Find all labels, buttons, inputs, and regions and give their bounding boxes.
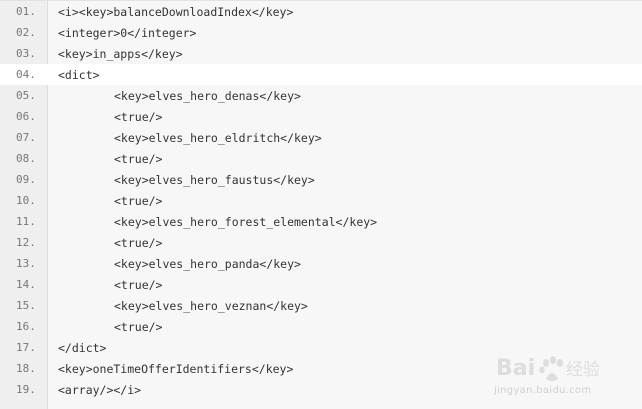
line-number: 01. (16, 5, 36, 18)
code-line: 18. <key>oneTimeOfferIdentifiers</key> (0, 358, 642, 379)
line-code-text: <true/> (114, 235, 163, 250)
line-number: 06. (16, 110, 36, 123)
watermark-url: jingyan.baidu.com (494, 385, 592, 396)
code-line: 13. <key>elves_hero_panda</key> (0, 253, 642, 274)
baidu-logo-icon: Bai 经验 (496, 356, 600, 381)
line-code-text: <key>elves_hero_denas</key> (114, 88, 301, 103)
line-code-text: <key>in_apps</key> (58, 46, 183, 61)
line-code-text: <true/> (114, 109, 163, 124)
line-code-text: <key>elves_hero_veznan</key> (114, 298, 308, 313)
line-number: 03. (16, 47, 36, 60)
line-number: 12. (16, 236, 36, 249)
code-line: 17. </dict> (0, 337, 642, 358)
code-line: 03. <key>in_apps</key> (0, 43, 642, 64)
line-code-text: <key>oneTimeOfferIdentifiers</key> (58, 361, 294, 376)
code-line: 14. <true/> (0, 274, 642, 295)
code-line: 15. <key>elves_hero_veznan</key> (0, 295, 642, 316)
line-code-text: <true/> (114, 319, 163, 334)
code-line: 09. <key>elves_hero_faustus</key> (0, 169, 642, 190)
svg-text:经验: 经验 (566, 360, 600, 380)
line-code-text: <key>elves_hero_panda</key> (114, 256, 301, 271)
line-number: 08. (16, 152, 36, 165)
line-number: 14. (16, 278, 36, 291)
line-number: 18. (16, 362, 36, 375)
baidu-jingyan-watermark: Bai 经验 jingyan.baidu.com (494, 349, 614, 401)
code-line: 12. <true/> (0, 232, 642, 253)
line-code-text: </dict> (58, 340, 107, 355)
line-number: 09. (16, 173, 36, 186)
line-number: 15. (16, 299, 36, 312)
code-lines: 01. <i><key>balanceDownloadIndex</key> 02.… (0, 1, 642, 400)
line-code-text: <key>elves_hero_eldritch</key> (114, 130, 322, 145)
line-number: 11. (16, 215, 36, 228)
line-number: 16. (16, 320, 36, 333)
code-line: 01. <i><key>balanceDownloadIndex</key> (0, 1, 642, 22)
line-code-text: <true/> (114, 277, 163, 292)
line-code-text: <key>elves_hero_faustus</key> (114, 172, 315, 187)
code-line: 10. <true/> (0, 190, 642, 211)
line-code-text: <i><key>balanceDownloadIndex</key> (58, 4, 294, 19)
code-line: 16. <true/> (0, 316, 642, 337)
line-code-text: <true/> (114, 193, 163, 208)
code-line: 02. <integer>0</integer> (0, 22, 642, 43)
line-code-text: <dict> (58, 67, 100, 82)
code-line: 11. <key>elves_hero_forest_elemental</key… (0, 211, 642, 232)
line-number: 19. (16, 383, 36, 396)
line-code-text: <key>elves_hero_forest_elemental</key> (114, 214, 378, 229)
svg-text:Bai: Bai (496, 356, 535, 381)
line-code-text: <true/> (114, 151, 163, 166)
code-line: 04. <dict> (0, 64, 642, 85)
line-number: 17. (16, 341, 36, 354)
line-number: 13. (16, 257, 36, 270)
code-line: 06. <true/> (0, 106, 642, 127)
line-code-text: <integer>0</integer> (58, 25, 197, 40)
line-number: 05. (16, 89, 36, 102)
line-number: 02. (16, 26, 36, 39)
code-line: 08. <true/> (0, 148, 642, 169)
code-line: 19. <array/></i> (0, 379, 642, 400)
line-number: 07. (16, 131, 36, 144)
line-code-text: <array/></i> (58, 382, 142, 397)
code-line: 07. <key>elves_hero_eldritch</key> (0, 127, 642, 148)
line-number: 04. (16, 68, 36, 81)
line-number: 10. (16, 194, 36, 207)
code-line: 05. <key>elves_hero_denas</key> (0, 85, 642, 106)
